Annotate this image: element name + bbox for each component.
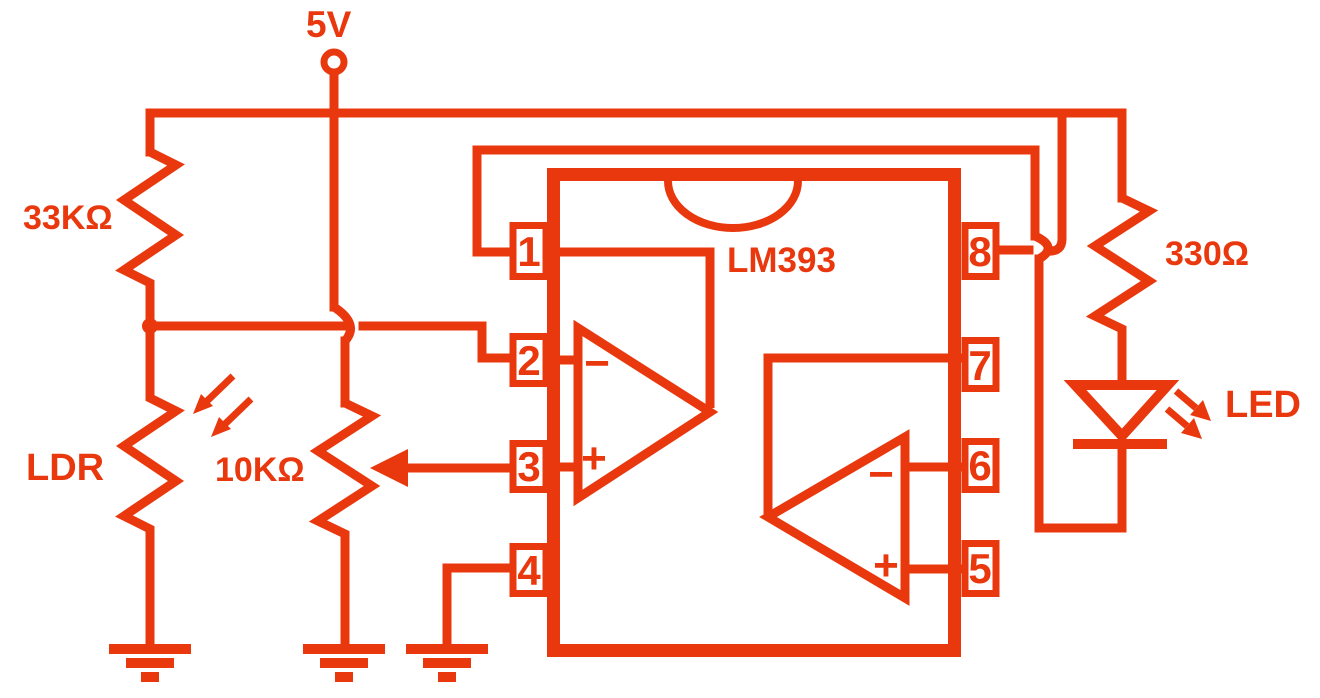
resistor-330 (1085, 193, 1159, 385)
led-arrows (1164, 388, 1211, 439)
potentiometer-10k (308, 398, 382, 646)
resistor-33k (115, 147, 185, 321)
led-label: LED (1225, 384, 1301, 426)
led-arrow-icon (1173, 388, 1199, 411)
light-arrow-icon (221, 396, 254, 428)
pin-box-8 (961, 222, 1000, 280)
wires (145, 67, 1127, 651)
led-triangle (1063, 380, 1180, 444)
wire-pin1-top-route (472, 145, 1040, 257)
comparator-b-output-wire (763, 353, 962, 514)
pin-box-5 (961, 540, 1000, 597)
wire-output-to-led (1034, 254, 1127, 533)
pin-box-2 (509, 333, 550, 387)
wire-5v-rail (145, 108, 1127, 203)
comparator-a-output-wire (549, 247, 715, 408)
light-arrow-icon (203, 373, 236, 405)
pin-number-4: 4 (517, 547, 541, 594)
comparator-b (759, 353, 962, 606)
comparator-a (549, 247, 719, 507)
pin-number-5: 5 (968, 545, 991, 592)
pin-box-1 (509, 222, 550, 280)
wire-pin4-to-ground (442, 563, 515, 651)
resistor-33k-label: 33KΩ (23, 199, 113, 237)
wiper-arrowhead (370, 449, 408, 487)
led-symbol (1063, 380, 1180, 449)
light-arrowhead (193, 394, 213, 414)
ic-notch (664, 180, 802, 232)
led-arrow-icon (1164, 406, 1190, 429)
led-arrowhead (1190, 400, 1211, 421)
ldr-label: LDR (26, 447, 104, 489)
ground-symbol-pot (303, 644, 385, 682)
pin-number-8: 8 (968, 228, 991, 275)
led-arrowhead (1181, 418, 1202, 439)
ic-label: LM393 (727, 241, 836, 280)
wire-divider-to-pin2 (358, 321, 515, 363)
pin-box-3 (509, 440, 550, 493)
ic-body (547, 168, 961, 657)
pin-boxes (509, 222, 1000, 597)
comparator-b-triangle (759, 429, 910, 606)
comparator-a-plus-sign: + (581, 434, 607, 483)
pin-number-2: 2 (517, 337, 540, 384)
comparator-b-plus-sign: + (873, 541, 899, 590)
wire-vcc-branch (1043, 108, 1067, 256)
ldr-resistor (115, 331, 185, 646)
pin-box-7 (961, 337, 1000, 392)
comparator-b-minus-sign: − (868, 450, 894, 499)
comparator-a-minus-sign: − (584, 339, 610, 388)
ground-symbol-ldr (109, 644, 191, 682)
pin-box-4 (509, 543, 550, 597)
comparator-a-triangle (573, 319, 719, 507)
junction-dot (142, 318, 158, 334)
supply-label: 5V (306, 4, 352, 45)
light-arrowhead (211, 417, 231, 437)
pin-number-3: 3 (517, 443, 540, 490)
pot-label: 10KΩ (215, 451, 305, 489)
ground-symbol-pin4 (406, 644, 488, 682)
pin-number-6: 6 (968, 442, 991, 489)
pin-number-1: 1 (517, 228, 540, 275)
pin-number-7: 7 (968, 342, 991, 389)
resistor-330-label: 330Ω (1165, 235, 1249, 273)
pin-box-6 (961, 438, 1000, 493)
light-arrows (193, 373, 254, 437)
vcc-terminal (320, 48, 348, 76)
